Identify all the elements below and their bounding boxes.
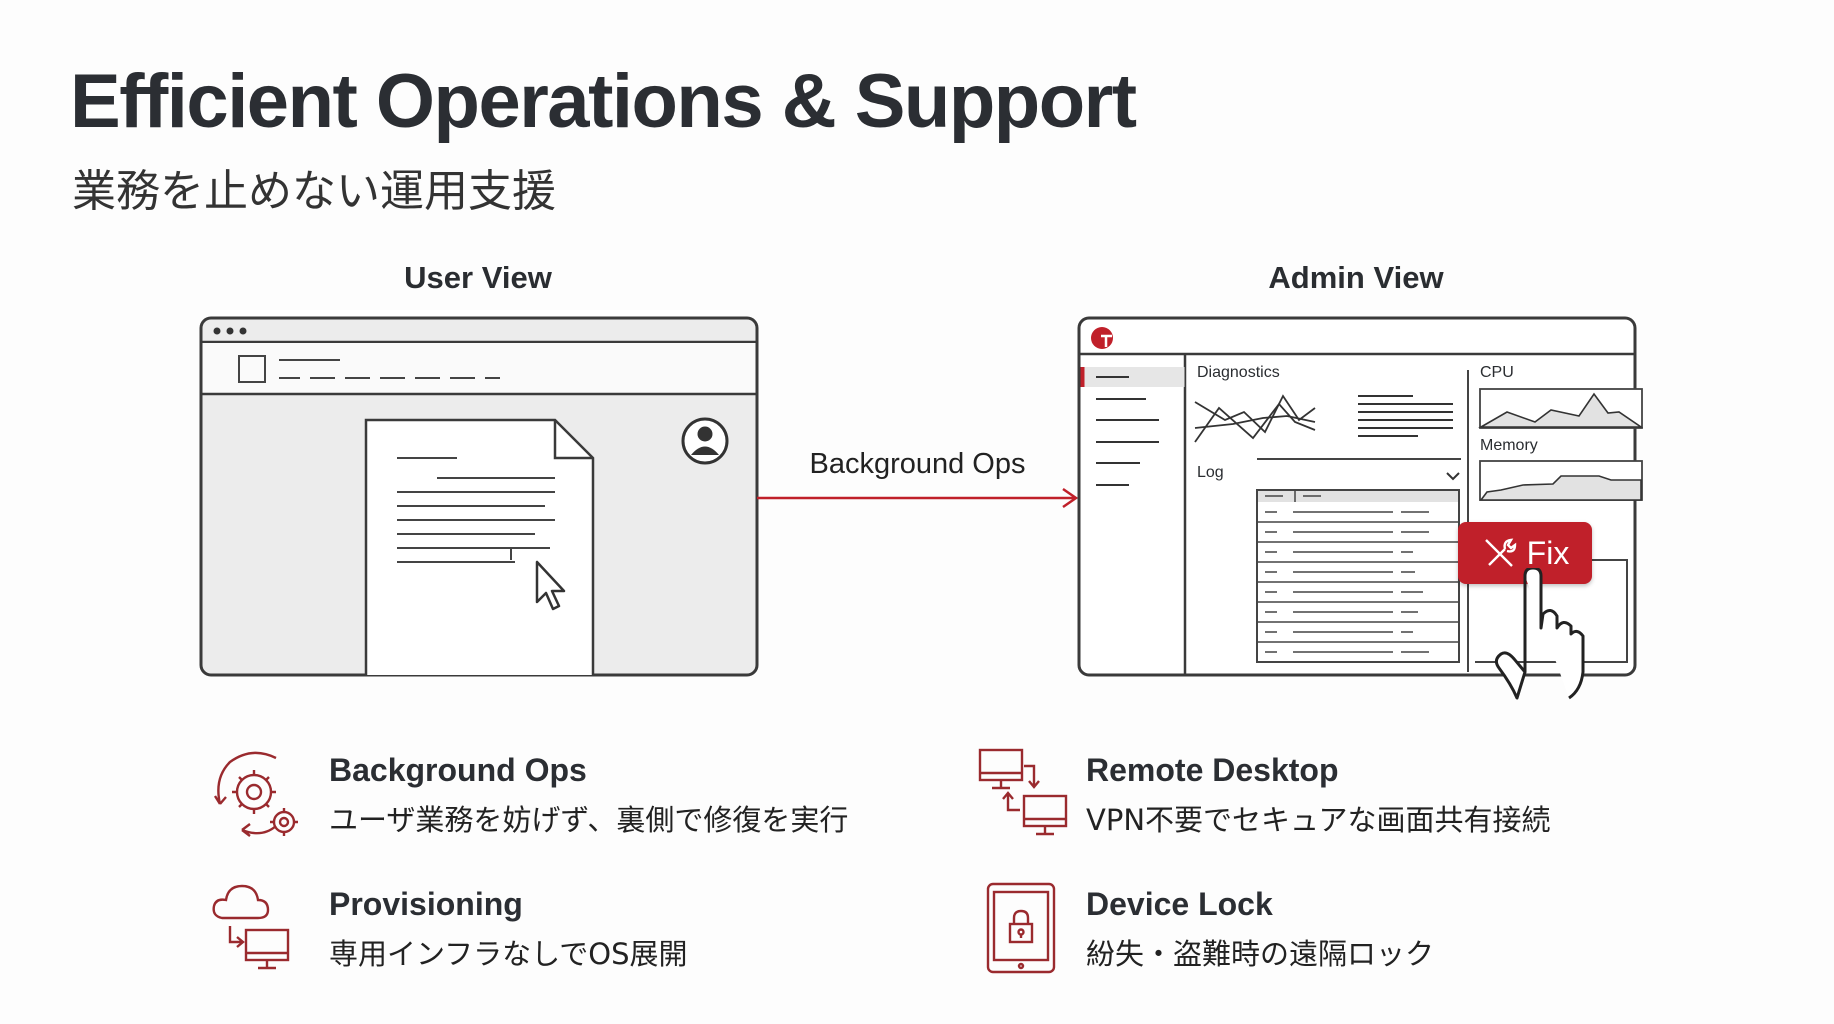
diagnostics-chart: [1194, 394, 1316, 443]
log-row: [1257, 511, 1459, 523]
cpu-chart: [1478, 388, 1643, 429]
feature-desc: ユーザ業務を妨げず、裏側で修復を実行: [329, 803, 849, 837]
admin-view-window: Diagnostics Log CPU Memory Fix: [1073, 312, 1643, 712]
log-row: [1257, 631, 1459, 643]
admin-view-label: Admin View: [1268, 260, 1444, 295]
background-ops-arrow: [757, 487, 1079, 509]
feature-title: Device Lock: [1086, 886, 1273, 922]
page-title: Efficient Operations & Support: [70, 59, 1137, 144]
feature-title: Remote Desktop: [1086, 752, 1339, 788]
diagnostics-label: Diagnostics: [1197, 364, 1280, 381]
cursor-icon: [535, 560, 566, 611]
log-table: [1256, 489, 1460, 663]
feature-desc: 紛失・盗難時の遠隔ロック: [1086, 937, 1435, 971]
user-view-label: User View: [404, 260, 552, 295]
feature-remote-desktop: Remote Desktop VPN不要でセキュアな画面共有接続: [1086, 752, 1550, 839]
log-label: Log: [1197, 464, 1224, 481]
feature-background-ops: Background Ops ユーザ業務を妨げず、裏側で修復を実行: [329, 752, 848, 839]
tools-icon: [1484, 538, 1516, 567]
chevron-down-icon: [1446, 472, 1460, 481]
document-icon: [364, 418, 595, 675]
window-dots-icon: [213, 327, 247, 335]
log-row: [1257, 651, 1459, 663]
pointing-hand-icon: [1494, 568, 1585, 700]
sidebar-item-active[interactable]: [1080, 367, 1185, 387]
cloud-deploy-icon: [212, 884, 290, 970]
gear-cycle-icon: [213, 751, 298, 837]
feature-provisioning: Provisioning 専用インフラなしでOS展開: [329, 886, 688, 973]
fix-button-label: Fix: [1526, 534, 1570, 571]
page-subtitle: 業務を止めない運用支援: [72, 166, 556, 217]
log-row: [1257, 531, 1459, 543]
arrow-label: Background Ops: [809, 448, 1026, 480]
remote-desktop-icon: [978, 748, 1068, 836]
feature-device-lock: Device Lock 紛失・盗難時の遠隔ロック: [1086, 886, 1434, 973]
log-row: [1257, 571, 1459, 583]
feature-title: Background Ops: [329, 752, 587, 788]
feature-desc: VPN不要でセキュアな画面共有接続: [1086, 803, 1551, 837]
user-avatar-icon: [681, 417, 729, 465]
user-view-window: [199, 316, 759, 677]
memory-label: Memory: [1480, 437, 1538, 454]
memory-chart: [1479, 460, 1643, 501]
feature-desc: 専用インフラなしでOS展開: [329, 937, 688, 971]
log-row: [1257, 591, 1459, 603]
brand-logo-icon: [1091, 327, 1113, 349]
feature-title: Provisioning: [329, 886, 523, 922]
tablet-lock-icon: [986, 882, 1056, 974]
log-row: [1257, 611, 1459, 623]
cpu-label: CPU: [1480, 364, 1514, 381]
log-row: [1257, 551, 1459, 563]
